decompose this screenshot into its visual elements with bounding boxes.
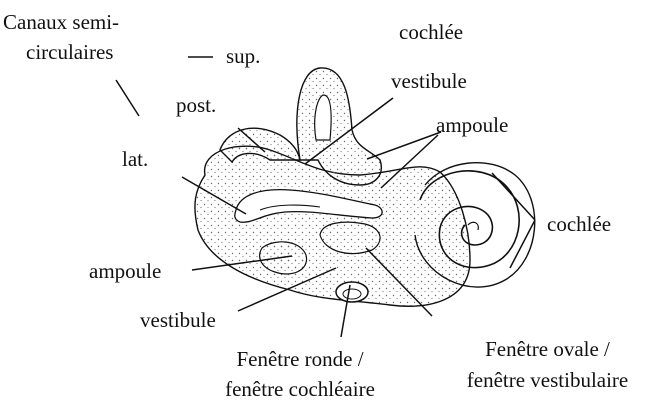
label-fenetre-ronde-line1: Fenêtre ronde / [200,347,400,371]
label-canaux-line1: Canaux semi- [3,10,119,34]
label-ampoule-left: ampoule [89,259,161,283]
label-vestibule-top: vestibule [391,69,467,93]
label-cochlee-top: cochlée [399,20,463,44]
label-fenetre-ronde-line2: fenêtre cochléaire [200,377,400,401]
label-canaux-line2: circulaires [26,40,113,64]
label-lat: lat. [122,147,148,171]
label-cochlee-right: cochlée [547,212,611,236]
label-post: post. [176,93,216,117]
label-ampoule-right: ampoule [436,113,508,137]
label-fenetre-ovale-line1: Fenêtre ovale / [440,337,655,361]
label-sup: sup. [226,44,260,68]
label-fenetre-ovale-line2: fenêtre vestibulaire [440,368,655,392]
label-vestibule-bottom: vestibule [140,308,216,332]
